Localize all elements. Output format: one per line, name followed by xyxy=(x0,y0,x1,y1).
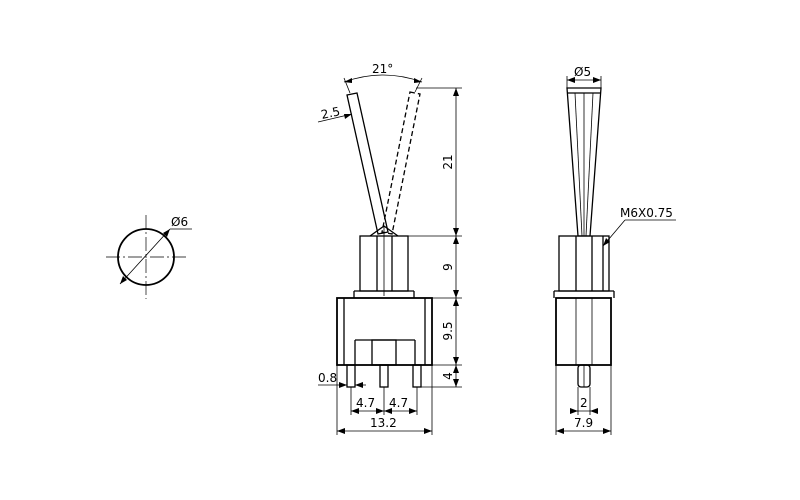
pin-thickness-label: 0.8 xyxy=(318,371,337,385)
lever-height-label: 21 xyxy=(441,154,455,169)
front-view: 21° 2.5 21 9 9.5 4 0.8 xyxy=(317,62,462,435)
pitch-right-label: 4.7 xyxy=(389,396,408,410)
pin-height-label: 4 xyxy=(441,372,455,380)
diameter-leader xyxy=(119,228,171,285)
lever-width-label: 2.5 xyxy=(320,104,342,122)
pin-width-label: 2 xyxy=(580,396,588,410)
body-height-label: 9.5 xyxy=(441,321,455,340)
angle-label: 21° xyxy=(372,62,393,76)
side-width-label: 7.9 xyxy=(574,416,593,430)
side-bushing xyxy=(558,235,610,292)
pin-left xyxy=(346,364,356,388)
pitch-left-label: 4.7 xyxy=(356,396,375,410)
pin-right xyxy=(412,364,422,388)
body-width-label: 13.2 xyxy=(370,416,397,430)
side-body xyxy=(555,297,612,366)
mounting-hole-view: Ø6 xyxy=(106,215,192,299)
switch-body xyxy=(336,297,433,366)
thread-label: M6X0.75 xyxy=(620,206,673,220)
side-view: Ø5 M6X0.75 2 7.9 xyxy=(553,65,676,435)
bushing-height-label: 9 xyxy=(441,263,455,271)
pin-center xyxy=(379,364,389,388)
angle-arc xyxy=(343,74,423,83)
lever-solid xyxy=(346,92,389,235)
lever-diameter-label: Ø5 xyxy=(574,65,591,79)
hole-diameter-label: Ø6 xyxy=(171,215,188,229)
lever-alternate-position xyxy=(381,91,421,235)
